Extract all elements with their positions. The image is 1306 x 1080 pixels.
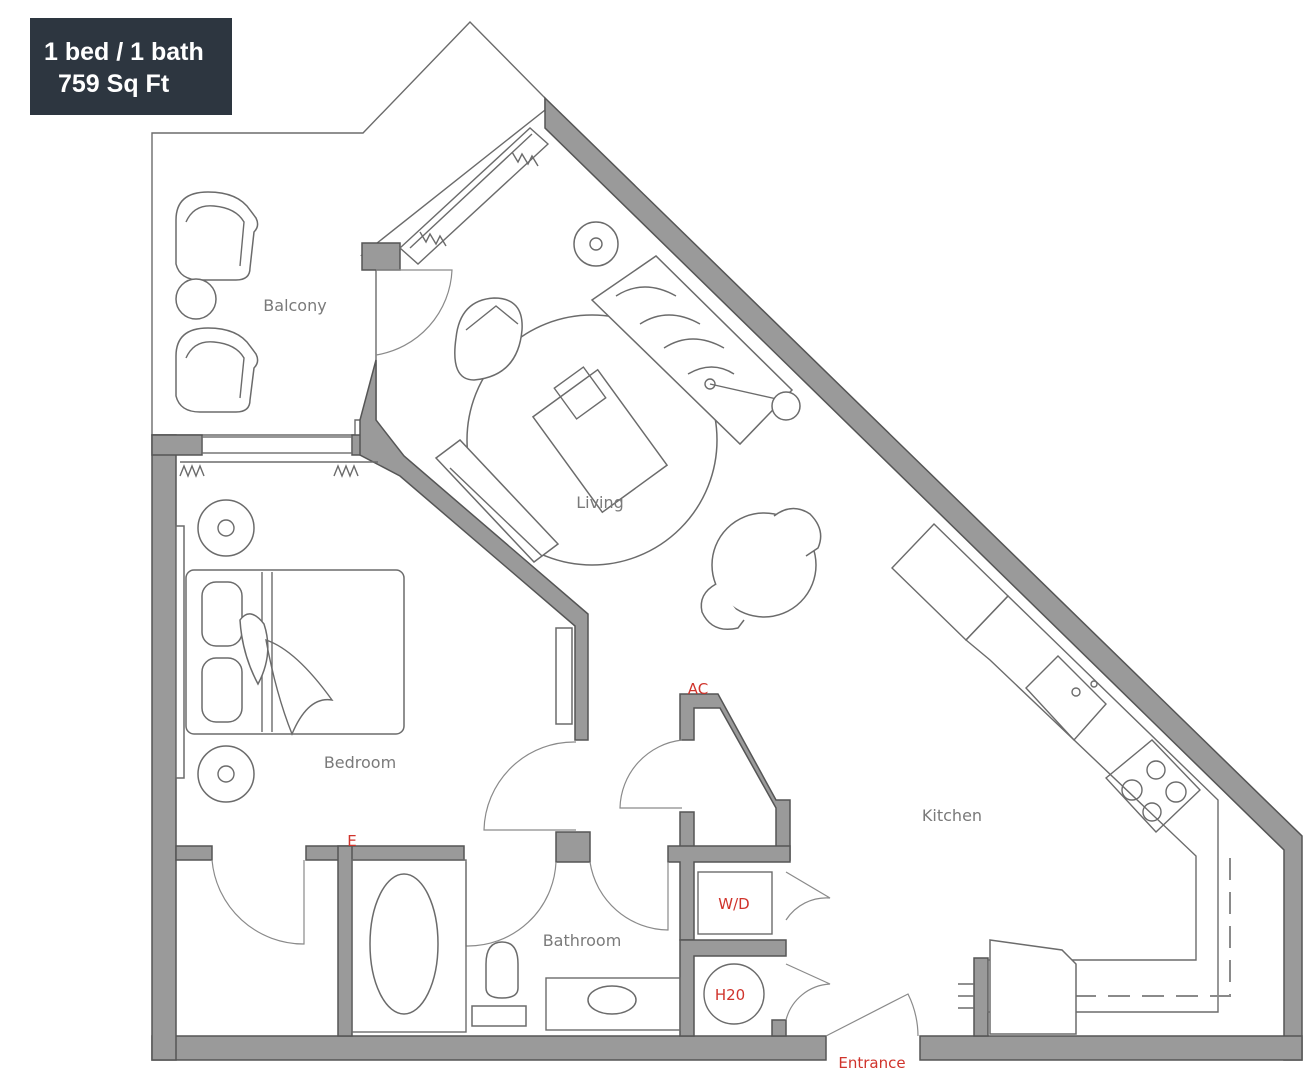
room-label-bedroom: Bedroom: [324, 753, 396, 772]
bedroom-door: [483, 741, 577, 831]
balcony-chairs: [175, 191, 259, 413]
wall-diagonal-northeast: [544, 96, 1303, 1061]
kitchen-fixtures: [891, 523, 1231, 1035]
bedroom-closet-door-left: [211, 859, 305, 945]
interior-walls: [175, 693, 989, 1037]
bedroom-furniture: [175, 499, 573, 803]
dining-set: [700, 507, 822, 630]
living-furniture: [434, 221, 801, 566]
room-label-bathroom: Bathroom: [543, 931, 622, 950]
water-heater-closet-door: [785, 963, 831, 1021]
ac-closet-door: [619, 739, 683, 809]
bathroom-fixtures: [351, 859, 681, 1033]
entrance-door: [825, 993, 919, 1037]
door-swings: [211, 269, 919, 1037]
fixture-label-washer-dryer: W/D: [718, 895, 749, 913]
room-label-balcony: Balcony: [263, 296, 326, 315]
wall-balcony-door-jamb: [361, 242, 401, 271]
unit-type-label: 1 bed / 1 bath: [44, 38, 204, 66]
room-label-kitchen: Kitchen: [922, 806, 982, 825]
wall-laundry-divider: [679, 939, 787, 1037]
wall-bedroom-north: [151, 434, 203, 456]
wall-bath-partition: [337, 845, 353, 1037]
wall-ac-closet: [679, 693, 791, 861]
wall-south-east: [919, 1035, 1303, 1061]
exterior-walls: [151, 96, 1303, 1061]
wall-entrance-jamb: [771, 1019, 787, 1037]
bedroom-closet: [179, 436, 378, 478]
wall-bedroom-south-right: [305, 845, 465, 861]
washer-closet-door: [785, 871, 831, 921]
fixture-label-water-heater: H20: [715, 986, 745, 1004]
room-label-entrance: Entrance: [838, 1054, 905, 1072]
room-label-living: Living: [576, 493, 624, 512]
balcony-door: [375, 269, 453, 356]
wall-bedroom-south-left: [175, 845, 213, 861]
bathroom-door-right: [589, 861, 669, 931]
wall-living-west: [359, 359, 589, 741]
wall-south-west: [151, 1035, 827, 1061]
living-closet: [398, 127, 550, 265]
fixture-label-ac: AC: [688, 680, 708, 698]
water-heater-tank: [703, 963, 765, 1025]
wall-kitchen-stub: [973, 957, 989, 1037]
unit-area-label: 759 Sq Ft: [58, 70, 170, 98]
fixture-label-electrical: E: [347, 832, 356, 850]
wall-west: [151, 434, 177, 1061]
bathroom-door-left: [465, 861, 557, 947]
washer-dryer-box: [697, 871, 773, 935]
wall-bath-door-stub: [555, 831, 591, 863]
unit-info-badge: 1 bed / 1 bath 759 Sq Ft: [30, 18, 232, 115]
